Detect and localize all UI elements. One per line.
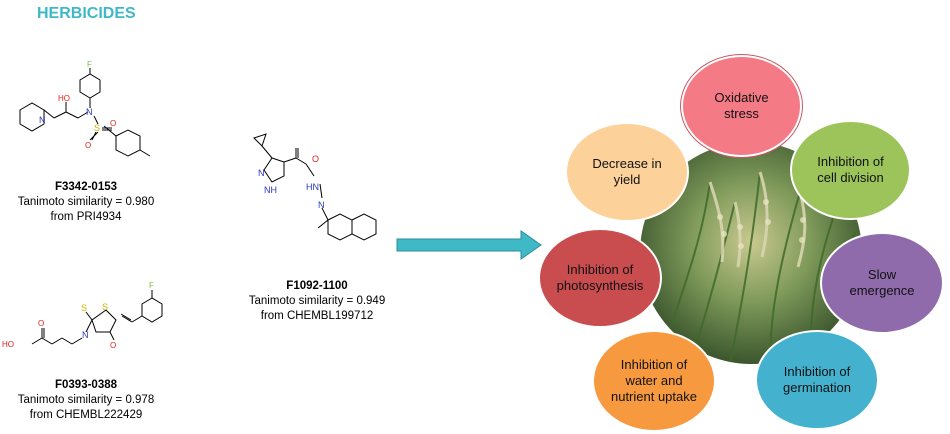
effect-label: Inhibition of germination <box>783 364 851 395</box>
compound-similarity: Tanimoto similarity = 0.978 <box>17 394 155 406</box>
effect-inhibition-cell-division: Inhibition of cell division <box>790 120 911 220</box>
atom-n3-label: N <box>318 200 325 210</box>
effect-label: Decrease in yield <box>592 156 662 187</box>
molecule-f0393-0388-structure: F S S N O HO O <box>2 281 163 350</box>
atom-n2-label: N <box>86 107 93 117</box>
atom-ho-label: HO <box>2 340 14 349</box>
compound-caption-3: F1092-1100 Tanimoto similarity = 0.949 f… <box>232 279 402 324</box>
effect-slow-emergence: Slow emergence <box>820 232 944 334</box>
flow-arrow <box>396 230 542 260</box>
atom-o2-label: O <box>110 119 116 128</box>
atom-f-label: F <box>149 281 154 290</box>
compound-caption-1: F3342-0153 Tanimoto similarity = 0.980 f… <box>0 180 172 225</box>
compound-caption-2: F0393-0388 Tanimoto similarity = 0.978 f… <box>0 378 172 423</box>
effect-decrease-yield: Decrease in yield <box>565 122 689 222</box>
atom-nh-label: NH <box>264 185 277 195</box>
effect-label: Inhibition of photosynthesis <box>556 262 644 293</box>
atom-n1-label: N <box>258 168 265 178</box>
effect-oxidative-stress: Oxidative stress <box>681 55 802 157</box>
atom-ho-label: HO <box>58 94 70 103</box>
compound-id: F0393-0388 <box>54 379 118 391</box>
atom-o1-label: O <box>85 141 91 150</box>
compound-similarity: Tanimoto similarity = 0.949 <box>248 295 386 307</box>
rice-field-image <box>640 142 862 364</box>
molecule-f1092-1100-structure: N NH O HN N <box>253 133 377 241</box>
compound-similarity: Tanimoto similarity = 0.980 <box>17 196 155 208</box>
effect-inhibition-germination: Inhibition of germination <box>755 330 879 430</box>
atom-hn-label: HN <box>306 182 319 192</box>
atom-o-label: O <box>312 154 319 164</box>
effect-inhibition-water-uptake: Inhibition of water and nutrient uptake <box>592 330 716 432</box>
compound-id: F1092-1100 <box>286 280 348 292</box>
atom-f-label: F <box>87 60 92 69</box>
compound-id: F3342-0153 <box>54 181 118 193</box>
page-title: HERBICIDES <box>37 5 136 22</box>
effect-label: Slow emergence <box>849 267 915 298</box>
atom-s2-label: S <box>81 303 87 313</box>
atom-o-label: O <box>110 341 116 350</box>
atom-n-label: N <box>39 115 46 125</box>
compound-source: from PRI4934 <box>50 211 122 223</box>
atom-s-label: S <box>94 123 100 133</box>
atom-s1-label: S <box>102 302 108 312</box>
compound-source: from CHEMBL199712 <box>260 310 374 322</box>
effect-label: Oxidative stress <box>714 90 769 121</box>
compound-source: from CHEMBL222429 <box>29 409 143 421</box>
atom-o2-label: O <box>38 319 44 328</box>
atom-n-label: N <box>82 330 89 340</box>
effect-label: Inhibition of water and nutrient uptake <box>610 357 697 404</box>
molecule-f3342-0153-structure: N HO N F S O O <box>19 60 151 157</box>
effect-label: Inhibition of cell division <box>817 154 884 185</box>
effect-inhibition-photosynthesis: Inhibition of photosynthesis <box>538 228 662 328</box>
